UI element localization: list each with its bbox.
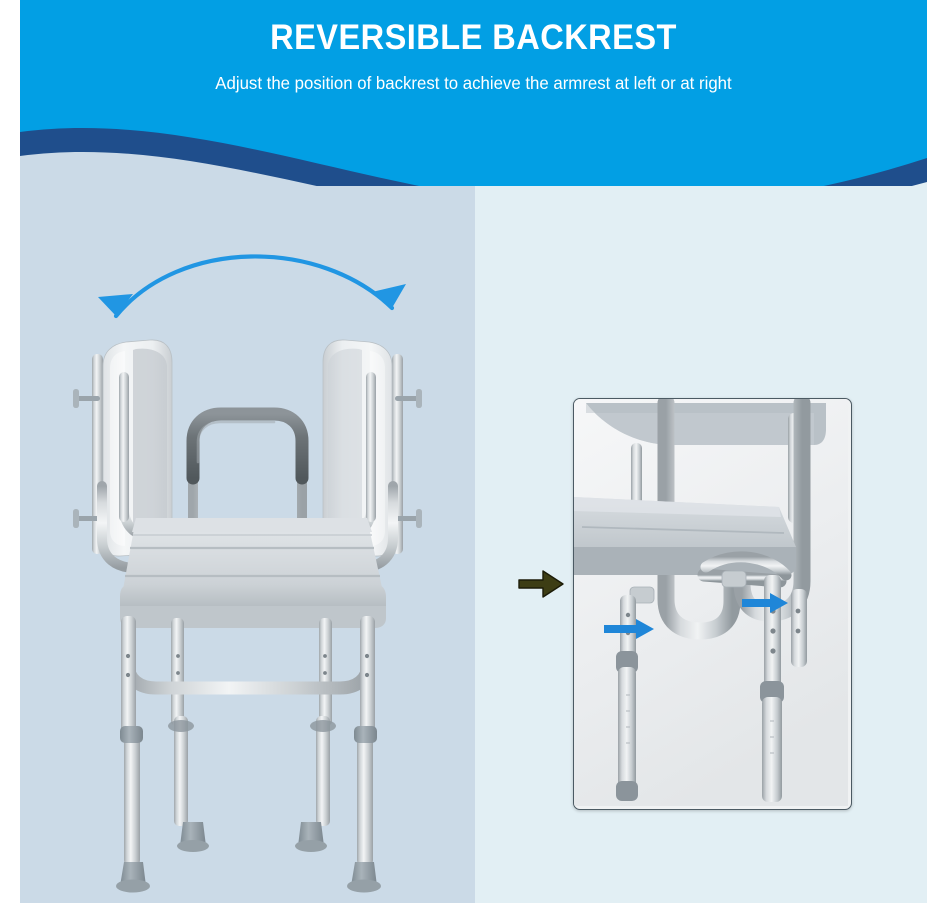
chair-illustration — [20, 186, 475, 903]
closeup-vector-art — [574, 399, 848, 806]
slide-direction-arrow-lower — [604, 619, 654, 639]
left-illustration-panel — [20, 186, 475, 903]
right-detail-panel — [475, 186, 927, 903]
seat-panel — [120, 518, 386, 628]
arrow-right-icon — [518, 570, 564, 598]
rubber-feet — [116, 822, 381, 893]
legs-assembly — [116, 616, 381, 893]
grab-handle — [186, 407, 309, 559]
thumb-knob-right-upper — [395, 389, 422, 408]
chair-vector-art — [73, 254, 422, 893]
thumb-knob-right-lower — [395, 509, 422, 528]
page-title: REVERSIBLE BACKREST — [270, 18, 677, 57]
slide-direction-arrow-upper — [742, 593, 788, 613]
thumb-knob-left-lower — [73, 509, 100, 528]
transition-arrow — [517, 568, 565, 600]
thumb-knob-left-upper — [73, 389, 100, 408]
reversible-swap-arrow — [98, 254, 406, 319]
page-subtitle: Adjust the position of backrest to achie… — [215, 73, 732, 93]
armrest-frame-closeup — [573, 398, 852, 810]
